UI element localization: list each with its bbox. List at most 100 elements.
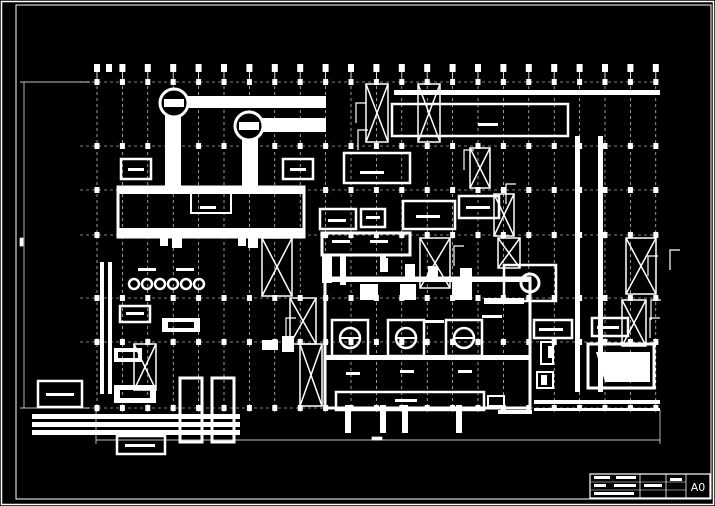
column-marker <box>551 339 557 345</box>
column-marker <box>475 187 481 193</box>
column-marker <box>500 187 506 193</box>
column-marker <box>246 339 252 345</box>
column-marker <box>627 295 633 301</box>
annotation-flag <box>649 317 660 338</box>
column-marker <box>653 295 659 301</box>
column-marker <box>94 79 100 85</box>
column-marker <box>653 143 659 149</box>
column-marker <box>323 187 329 193</box>
column-marker <box>221 143 227 149</box>
column-marker <box>399 339 405 345</box>
column-marker <box>500 339 506 345</box>
rail-tracks <box>394 90 660 411</box>
crane-bay-brace <box>497 237 521 269</box>
column-marker <box>551 143 557 149</box>
column-bubble <box>373 64 380 72</box>
column-marker <box>627 79 633 85</box>
column-bubble <box>652 64 659 72</box>
column-marker <box>323 143 329 149</box>
loading-ramp <box>586 342 656 390</box>
column-marker <box>653 232 659 238</box>
crane-bay-frame <box>497 237 521 269</box>
mixing-unit-3 <box>444 318 484 358</box>
crane-bay <box>493 193 515 237</box>
column-marker <box>119 295 125 301</box>
column-marker <box>94 405 100 411</box>
column-marker <box>145 405 151 411</box>
crane-bay <box>417 83 441 143</box>
column-bubble <box>576 64 583 72</box>
column-marker <box>246 79 252 85</box>
column-marker <box>373 232 379 238</box>
column-marker <box>627 339 633 345</box>
column-marker <box>653 187 659 193</box>
column-marker <box>602 295 608 301</box>
column-marker <box>373 79 379 85</box>
storage-tank-2 <box>233 110 265 142</box>
crane-bay-brace <box>625 237 657 295</box>
column-marker <box>119 79 125 85</box>
workshop-details <box>345 282 532 433</box>
annotation-flag <box>650 299 661 320</box>
column-marker <box>348 232 354 238</box>
column-marker <box>424 187 430 193</box>
dimension-lines <box>19 81 661 444</box>
roller <box>127 277 141 291</box>
annotation-flag <box>285 317 296 338</box>
tank-pipelines <box>165 96 326 190</box>
column-marker <box>551 295 557 301</box>
column-marker <box>627 187 633 193</box>
column-marker <box>399 232 405 238</box>
column-axis-bubbles <box>94 64 659 80</box>
roller <box>192 277 206 291</box>
column-marker <box>424 339 430 345</box>
column-bubble <box>271 64 278 72</box>
column-marker <box>221 339 227 345</box>
column-marker <box>348 143 354 149</box>
annotation-flag <box>355 102 366 123</box>
valves <box>160 230 554 385</box>
column-marker <box>145 295 151 301</box>
roller <box>140 277 154 291</box>
crane-bay-frame <box>419 237 451 289</box>
column-marker <box>399 187 405 193</box>
column-marker <box>577 79 583 85</box>
crane-bay <box>299 343 323 407</box>
annotation-flag <box>505 183 516 204</box>
vehicle-shapes <box>114 318 200 403</box>
column-marker <box>399 79 405 85</box>
column-marker <box>526 79 532 85</box>
column-marker <box>170 295 176 301</box>
crane-bay-frame <box>621 299 647 347</box>
roller-conveyor <box>127 277 206 291</box>
column-bubble <box>246 64 253 72</box>
column-marker <box>348 79 354 85</box>
annotation-flag <box>357 129 368 150</box>
column-marker <box>424 295 430 301</box>
column-bubble <box>500 64 507 72</box>
column-bubble <box>398 64 405 72</box>
crane-bay-frame <box>625 237 657 295</box>
column-marker <box>272 405 278 411</box>
column-marker <box>145 79 151 85</box>
column-bubble <box>551 64 558 72</box>
column-marker <box>475 79 481 85</box>
crane-bay-brace <box>365 83 389 143</box>
column-bubble <box>475 64 481 72</box>
column-marker <box>297 143 303 149</box>
column-bubble <box>525 64 532 72</box>
sheet-size-label: A0 <box>691 481 706 494</box>
column-marker <box>450 232 456 238</box>
column-marker <box>94 295 100 301</box>
column-marker <box>348 295 354 301</box>
column-marker <box>348 187 354 193</box>
column-marker <box>627 232 633 238</box>
column-marker <box>450 79 456 85</box>
column-marker <box>450 143 456 149</box>
crane-bay-brace <box>493 193 515 237</box>
crane-bay-frame <box>261 237 293 297</box>
column-bubble <box>221 64 227 72</box>
column-marker <box>500 143 506 149</box>
column-bubble <box>449 64 456 72</box>
